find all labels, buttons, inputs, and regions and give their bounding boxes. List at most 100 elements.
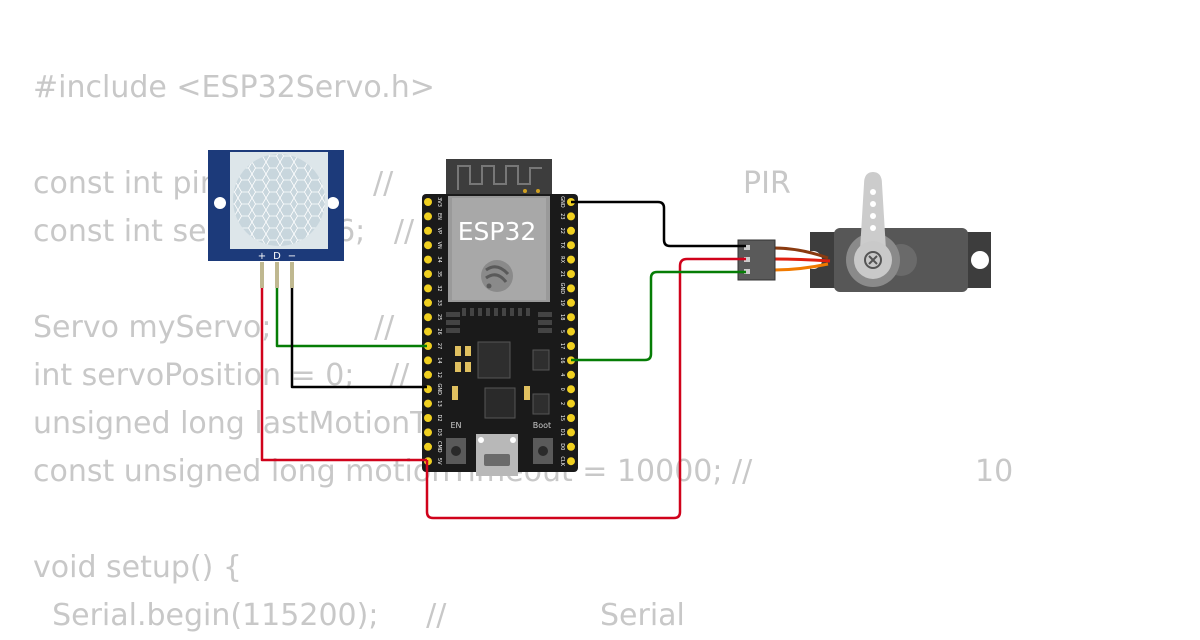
esp32-pin-left-25[interactable] xyxy=(424,313,432,322)
wire-servo-gnd[interactable] xyxy=(571,200,746,248)
esp32-pin-right-2[interactable] xyxy=(567,399,575,408)
esp32-pin-label-right-tx: TX xyxy=(559,241,565,249)
servo-wire-orange xyxy=(773,262,829,272)
esp32-pin-left-d2[interactable] xyxy=(424,414,432,422)
esp32-pin-label-left-3v3: 3V3 xyxy=(436,197,442,207)
pir-pin-plus-label: + xyxy=(258,251,266,262)
esp32-label: ESP32 xyxy=(458,217,537,246)
espressif-logo-icon xyxy=(481,260,513,292)
esp32-pin-right-15[interactable] xyxy=(567,414,575,422)
boot-label: Boot xyxy=(533,421,551,430)
esp32-pin-label-right-rx: RX xyxy=(559,256,565,263)
servo-horn-hole-4 xyxy=(870,225,876,231)
wire-servo-vcc[interactable] xyxy=(425,257,746,520)
boot-button-cap[interactable] xyxy=(538,446,548,456)
esp32-pin-label-right-gnd: GND xyxy=(559,196,565,208)
esp32-pin-right-clk[interactable] xyxy=(567,457,575,466)
esp32-pin-right-23[interactable] xyxy=(567,212,575,221)
esp32-pin-right-21[interactable] xyxy=(567,270,575,278)
esp32-board[interactable]: ESP32 EN Boot xyxy=(422,159,578,476)
servo-connector-pin-signal[interactable] xyxy=(744,269,750,274)
esp32-pin-right-gnd[interactable] xyxy=(567,284,575,293)
resistor-2 xyxy=(524,386,530,400)
esp32-pin-left-14[interactable] xyxy=(424,356,432,365)
esp32-pin-left-12[interactable] xyxy=(424,370,432,379)
en-label: EN xyxy=(450,421,461,430)
pir-sensor[interactable]: + D − xyxy=(208,150,344,288)
esp32-pin-left-d3[interactable] xyxy=(424,428,432,437)
pir-pin-minus[interactable] xyxy=(290,262,294,288)
esp32-pin-left-26[interactable] xyxy=(424,327,432,336)
pir-pin-plus[interactable] xyxy=(260,262,264,288)
esp32-pin-label-left-27: 27 xyxy=(436,343,442,349)
en-button-cap[interactable] xyxy=(451,446,461,456)
voltage-regulator xyxy=(477,341,511,379)
servo-motor[interactable] xyxy=(737,172,991,292)
capacitor-3 xyxy=(455,362,461,372)
esp32-pin-left-cmd[interactable] xyxy=(424,442,432,451)
pir-pin-d[interactable] xyxy=(275,262,279,288)
servo-horn-hole-3 xyxy=(870,213,876,219)
esp32-pin-label-left-12: 12 xyxy=(436,372,442,378)
wire-servo-signal[interactable] xyxy=(571,270,746,362)
esp32-pin-label-left-33: 33 xyxy=(436,300,442,306)
esp32-pin-left-33[interactable] xyxy=(424,298,432,307)
esp32-pin-right-d0[interactable] xyxy=(567,442,575,451)
wire-pir-vcc-to-5v[interactable] xyxy=(260,288,427,462)
esp32-pin-label-right-4: 4 xyxy=(559,373,565,376)
esp32-pin-left-35[interactable] xyxy=(424,270,432,278)
code-line-8: unsigned long lastMotionT xyxy=(33,406,429,441)
esp32-pin-left-vp[interactable] xyxy=(424,226,432,235)
esp32-pin-right-0[interactable] xyxy=(567,385,575,394)
servo-wire-red xyxy=(773,257,831,263)
esp32-pin-label-left-gnd: GND xyxy=(436,383,442,395)
code-line-9-number: 10 xyxy=(975,454,1014,489)
esp32-pin-label-left-vn: VN xyxy=(436,242,442,249)
pir-mount-hole-left xyxy=(214,197,226,209)
esp32-pin-label-right-d0: D0 xyxy=(559,443,565,450)
esp32-pin-right-22[interactable] xyxy=(567,226,575,235)
esp32-pin-label-left-5v: 5V xyxy=(436,458,442,465)
esp32-pin-label-left-d3: D3 xyxy=(436,429,442,436)
servo-wire-brown xyxy=(773,246,829,260)
esp32-pin-right-d1[interactable] xyxy=(567,428,575,437)
esp32-pin-left-27[interactable] xyxy=(424,342,432,350)
usb-port xyxy=(484,454,510,466)
servo-connector-pin-gnd[interactable] xyxy=(744,245,750,250)
esp32-pin-right-17[interactable] xyxy=(567,342,575,350)
resistor-1 xyxy=(452,386,458,400)
code-line-12-serial: Serial xyxy=(600,598,685,633)
esp32-pin-right-tx[interactable] xyxy=(567,241,575,250)
esp32-pin-label-right-22: 22 xyxy=(559,228,565,234)
wire-pir-d-to-gpio27[interactable] xyxy=(275,288,427,348)
wire-pir-gnd-to-gnd[interactable] xyxy=(290,288,427,389)
esp32-pin-label-left-cmd: CMD xyxy=(436,441,442,453)
esp32-pin-label-right-2: 2 xyxy=(559,402,565,405)
servo-connector-pin-vcc[interactable] xyxy=(744,257,750,262)
pir-pin-d-label: D xyxy=(273,251,281,262)
esp32-shield-dot-1 xyxy=(523,189,527,193)
esp32-pin-right-19[interactable] xyxy=(567,298,575,307)
esp32-pin-right-5[interactable] xyxy=(567,327,575,336)
servo-screw-icon xyxy=(864,251,882,269)
code-line-11: void setup() { xyxy=(33,550,242,585)
esp32-pin-label-left-34: 34 xyxy=(436,256,442,262)
esp32-pin-label-right-16: 16 xyxy=(559,357,565,363)
usb-tab-left xyxy=(478,437,484,443)
esp32-pin-label-left-13: 13 xyxy=(436,400,442,406)
esp32-pin-left-13[interactable] xyxy=(424,399,432,408)
esp32-pin-right-rx[interactable] xyxy=(567,255,575,264)
esp32-pin-left-3v3[interactable] xyxy=(424,198,432,206)
esp32-pin-right-18[interactable] xyxy=(567,313,575,322)
esp32-pin-left-32[interactable] xyxy=(424,284,432,293)
capacitor-2 xyxy=(465,346,471,356)
servo-horn-hole-1 xyxy=(870,189,876,195)
esp32-pin-left-34[interactable] xyxy=(424,255,432,264)
servo-horn[interactable] xyxy=(860,172,886,250)
esp32-pin-left-en[interactable] xyxy=(424,212,432,221)
esp32-pin-left-vn[interactable] xyxy=(424,241,432,250)
esp32-pin-right-4[interactable] xyxy=(567,370,575,379)
code-line-7-comment: // xyxy=(389,358,410,393)
